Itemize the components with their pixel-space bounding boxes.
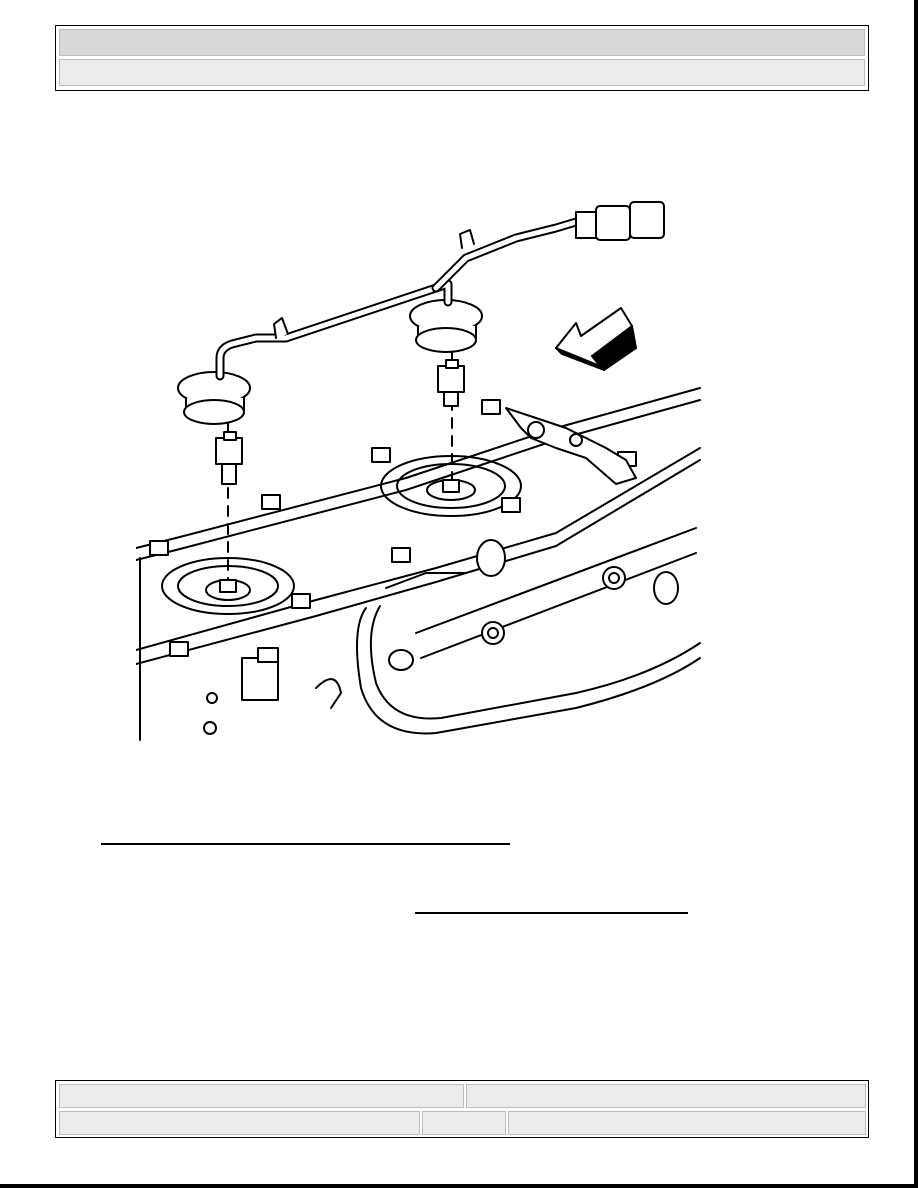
link-underline-2[interactable]	[415, 912, 688, 914]
knock-sensor-right	[437, 337, 465, 407]
knock-sensor-harness-illustration	[136, 188, 702, 744]
header-table	[55, 25, 869, 91]
harness-connector	[575, 201, 665, 241]
front-direction-arrow-icon	[555, 307, 637, 371]
sensor-well-right	[380, 455, 522, 517]
footer-cell	[59, 1111, 420, 1135]
valve-cover-bolt	[481, 621, 505, 645]
valve-cover-bolt	[602, 566, 626, 590]
knock-sensor-left	[215, 407, 243, 485]
knock-sensor-harness	[215, 217, 581, 381]
footer-table	[55, 1080, 869, 1138]
footer-cell	[422, 1111, 506, 1135]
footer-cell	[508, 1111, 866, 1135]
header-subtitle-row	[59, 59, 865, 86]
link-underline-1[interactable]	[101, 843, 510, 845]
grommet-right	[409, 299, 483, 353]
grommet-left	[177, 371, 251, 425]
footer-cell	[59, 1084, 464, 1108]
footer-cell	[466, 1084, 866, 1108]
header-title-row	[59, 29, 865, 56]
